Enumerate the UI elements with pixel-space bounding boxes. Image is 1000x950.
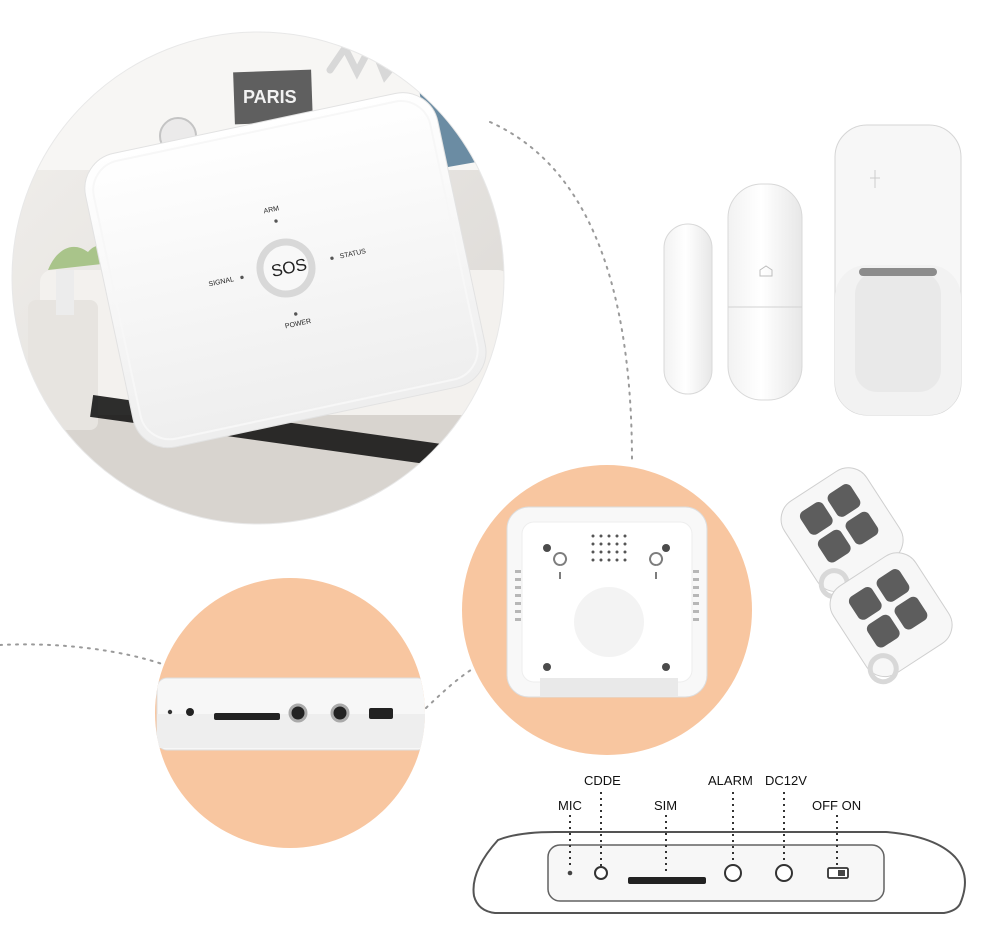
alarm-hub: SOS ARM STATUS SIGNAL POWER	[84, 92, 487, 449]
poster-text: PARIS	[243, 87, 297, 107]
mic-port	[567, 870, 573, 876]
dc-port	[775, 864, 793, 882]
remote-control-2	[829, 552, 953, 685]
sos-button[interactable]	[255, 237, 317, 299]
arm-indicator-label: ARM	[263, 205, 280, 215]
arm-indicator-dot	[274, 219, 278, 223]
ports-diagram: MIC CDDE SIM ALARM DC12V OFF ON	[472, 773, 966, 914]
motion-sensor	[834, 124, 962, 416]
signal-indicator-dot	[240, 275, 244, 280]
switch-label: OFF ON	[812, 798, 861, 813]
alarm-port	[724, 864, 742, 882]
dashed-connector-left	[0, 643, 166, 666]
sim-label: SIM	[654, 798, 677, 813]
dashed-connector-upper	[489, 121, 633, 463]
remote-control-1	[780, 467, 904, 600]
dc-label: DC12V	[765, 773, 807, 788]
power-indicator-dot	[294, 312, 298, 316]
back-panel-device	[506, 506, 708, 698]
side-view-device	[156, 677, 425, 751]
code-label: CDDE	[584, 773, 621, 788]
mic-label: MIC	[558, 798, 582, 813]
room-circle-border	[11, 31, 505, 525]
door-sensor	[663, 183, 803, 401]
sim-slot	[628, 877, 706, 884]
alarm-label: ALARM	[708, 773, 753, 788]
dashed-connector-middle	[425, 667, 475, 709]
code-port	[594, 866, 608, 880]
status-indicator-dot	[330, 256, 334, 260]
